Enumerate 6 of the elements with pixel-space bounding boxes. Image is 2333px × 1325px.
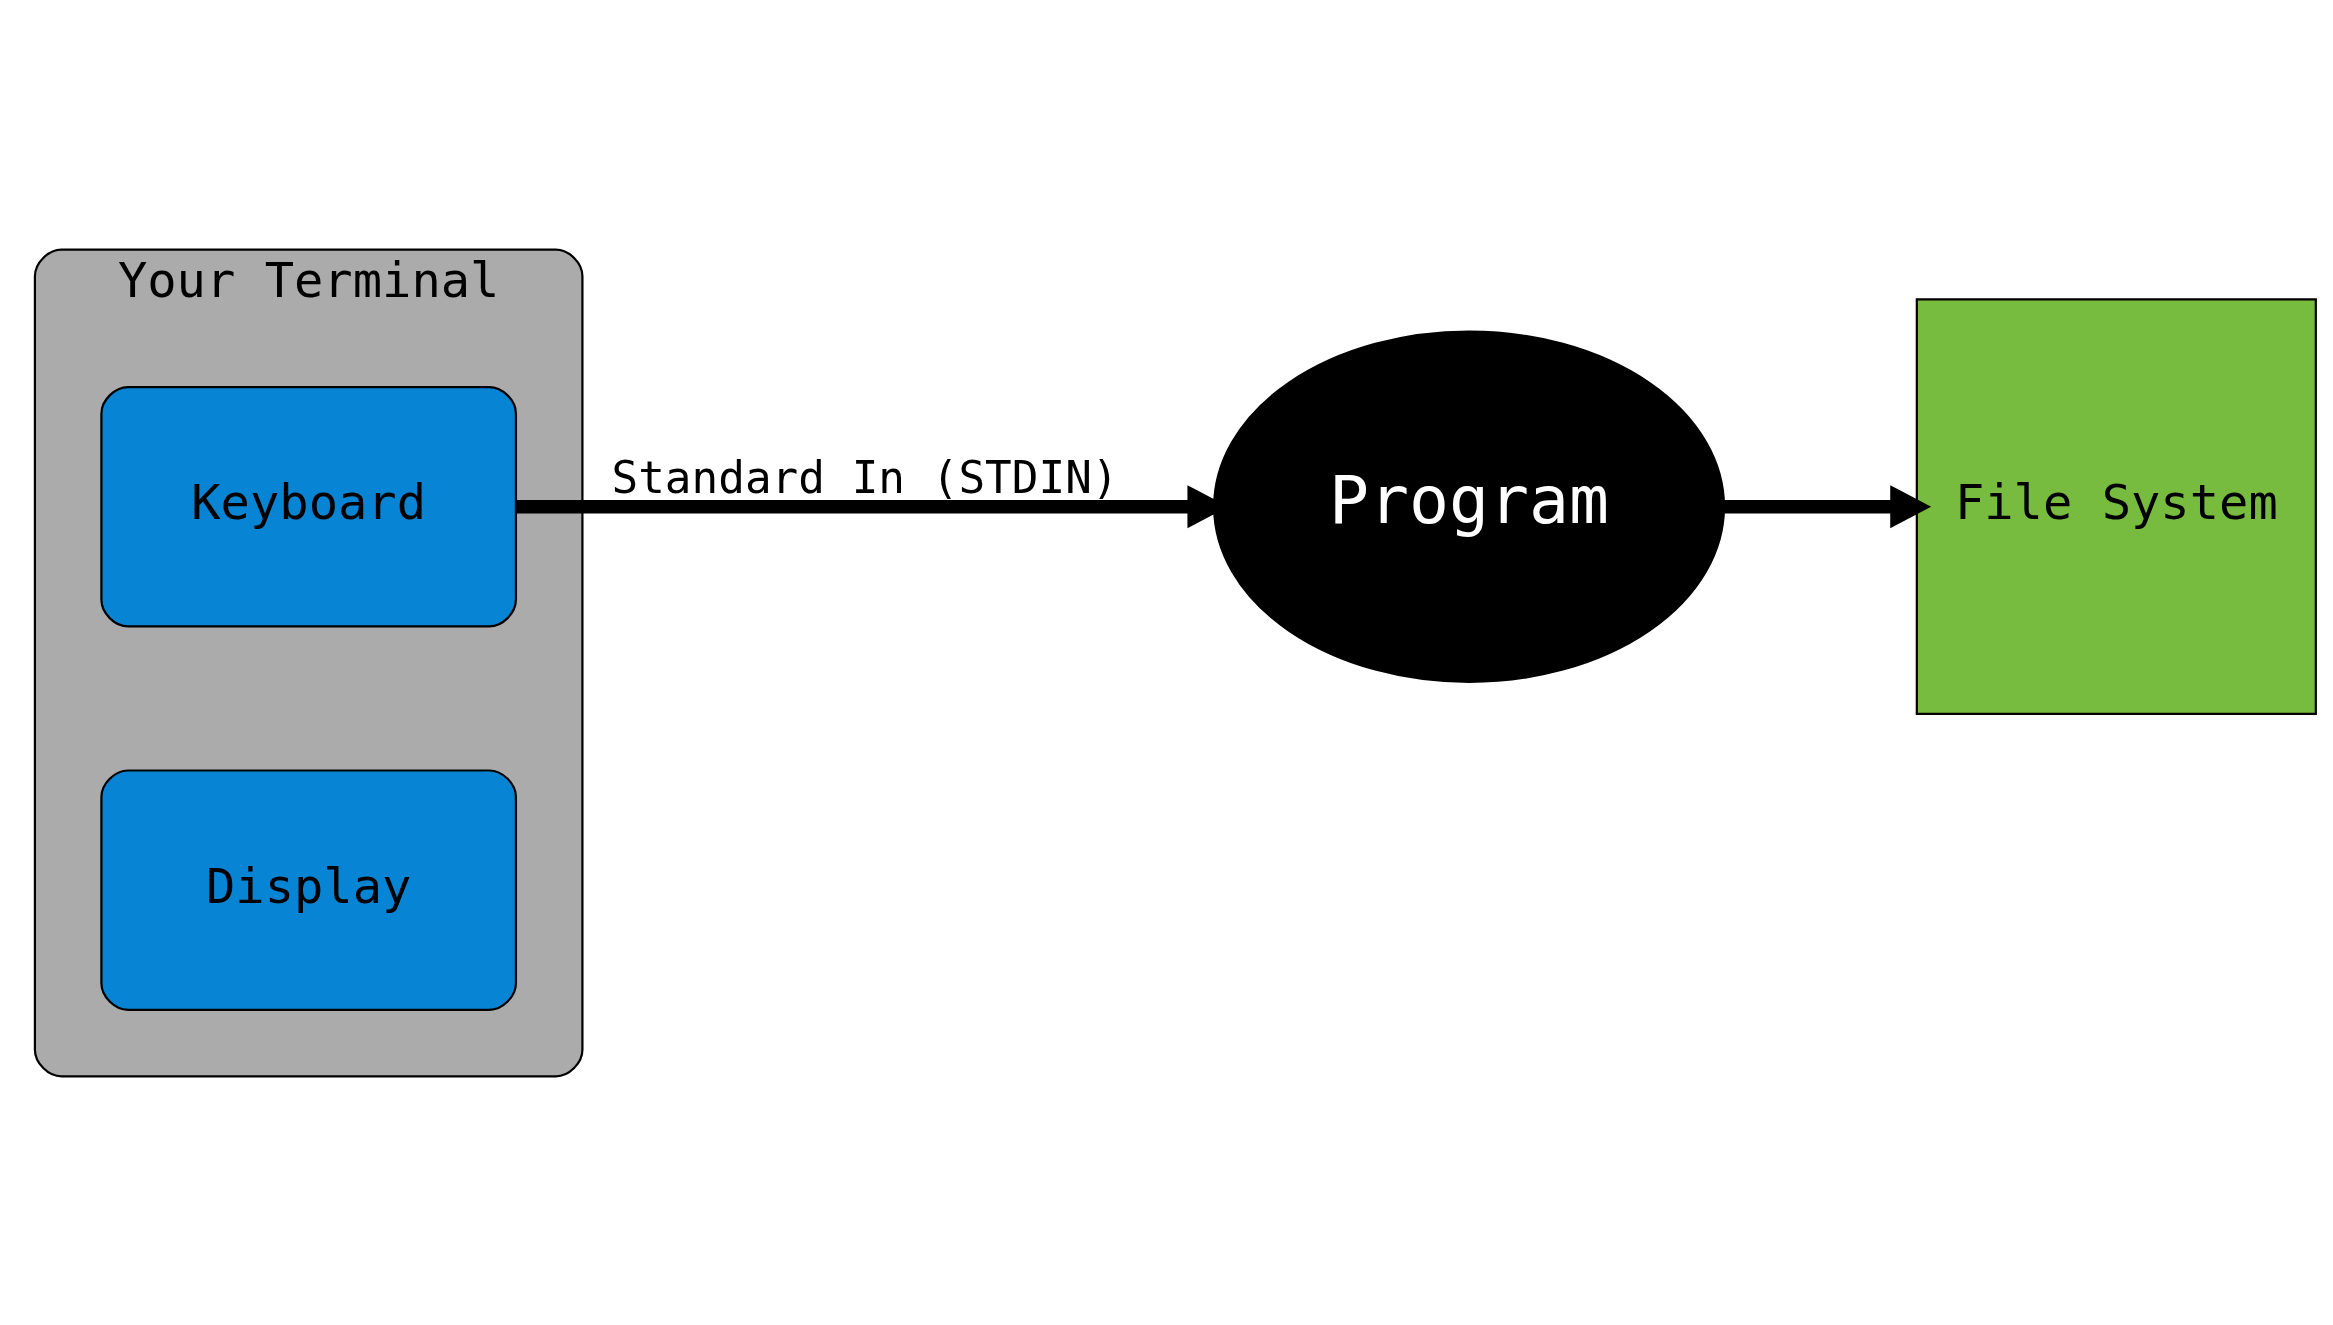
node-box: File System — [1915, 297, 2317, 715]
arrow — [1724, 484, 1932, 528]
node-ellipse: Program — [1213, 330, 1726, 683]
node-box: Display — [100, 768, 518, 1011]
edge-label: Standard In (STDIN) — [611, 451, 1119, 503]
node-box: Keyboard — [100, 385, 518, 628]
